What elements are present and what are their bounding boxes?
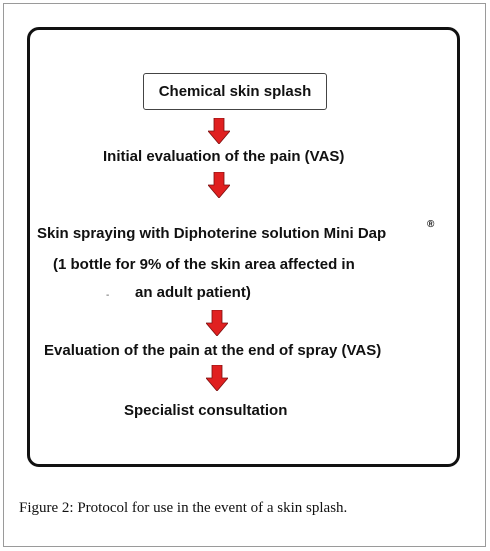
flowchart-frame	[27, 27, 460, 467]
step-specialist-consultation: Specialist consultation	[124, 402, 288, 419]
step-end-evaluation: Evaluation of the pain at the end of spr…	[44, 342, 382, 359]
down-arrow-icon	[206, 310, 228, 336]
step-chemical-skin-splash: Chemical skin splash	[143, 73, 327, 110]
step-skin-spraying: Skin spraying with Diphoterine solution …	[37, 225, 387, 242]
bullet-mark: -	[106, 290, 110, 301]
step-label: Chemical skin splash	[158, 83, 312, 100]
registered-mark: ®	[427, 219, 435, 230]
down-arrow-icon	[208, 172, 230, 198]
down-arrow-icon	[206, 365, 228, 391]
figure-caption: Figure 2: Protocol for use in the event …	[19, 500, 347, 517]
step-skin-spraying-detail-2: an adult patient)	[135, 284, 251, 301]
caption-text: Protocol for use in the event of a skin …	[73, 500, 348, 516]
step-skin-spraying-detail: (1 bottle for 9% of the skin area affect…	[53, 256, 355, 273]
caption-label: Figure 2:	[19, 500, 74, 516]
figure-frame	[3, 3, 486, 547]
down-arrow-icon	[208, 118, 230, 144]
step-initial-evaluation: Initial evaluation of the pain (VAS)	[103, 148, 345, 165]
